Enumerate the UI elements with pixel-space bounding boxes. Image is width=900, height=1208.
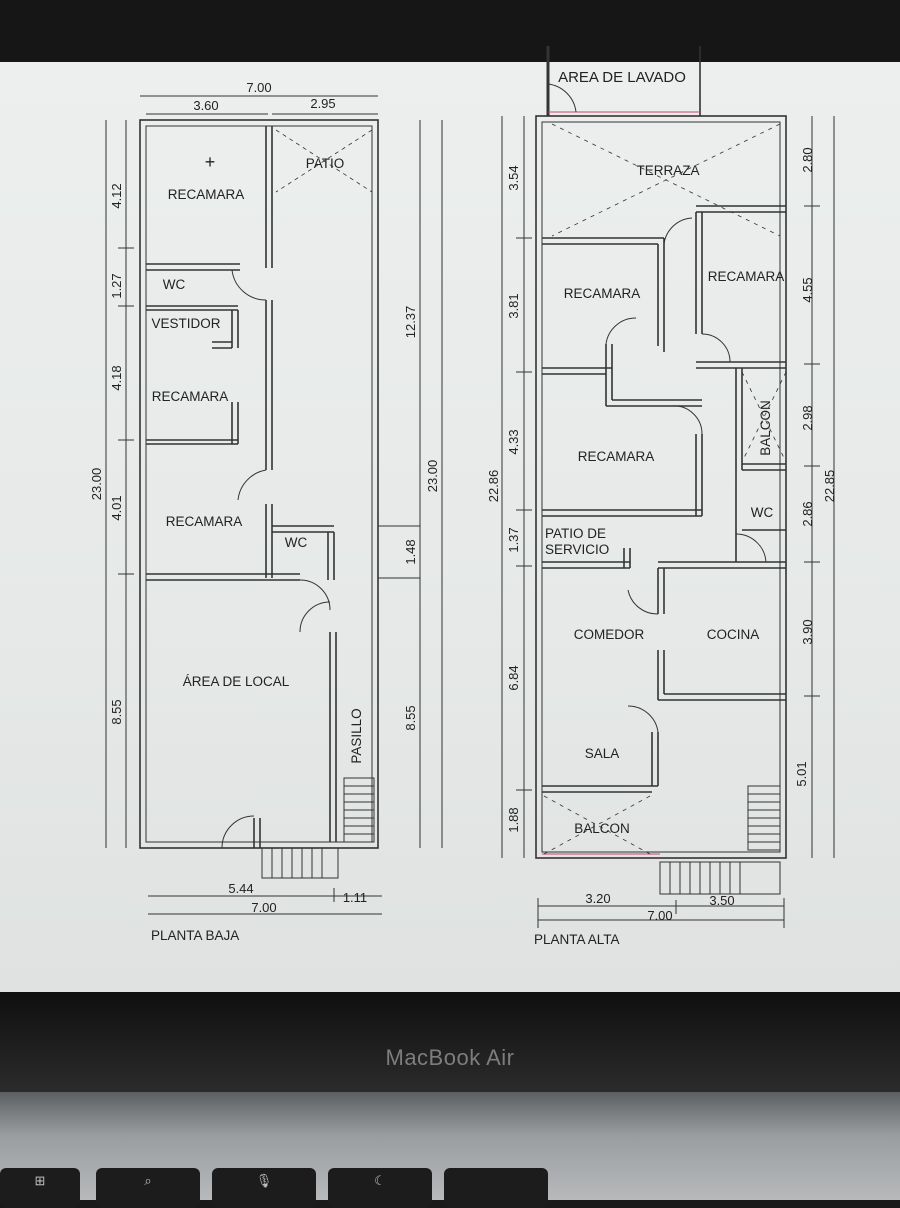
pb-dim-left-4: 4.01: [109, 495, 124, 520]
screen-bezel-top: [0, 0, 900, 62]
pa-dim-left-1: 3.54: [506, 165, 521, 190]
planta-alta-dimension-lines: [501, 116, 835, 928]
pb-dim-right-mid: 1.48: [403, 539, 418, 564]
pa-room-sala: SALA: [585, 746, 620, 761]
pb-dim-left-2: 1.27: [109, 273, 124, 298]
pa-dim-right-1: 2.80: [800, 147, 815, 172]
pb-room-recamara-1: RECAMARA: [168, 187, 245, 202]
pa-room-recamara-3: RECAMARA: [578, 449, 655, 464]
planta-alta-walls: [535, 46, 787, 895]
pa-dim-left-6: 1.88: [506, 807, 521, 832]
pa-room-cocina: COCINA: [707, 627, 760, 642]
pb-dim-top-right: 2.95: [310, 96, 335, 111]
pa-room-terraza: TERRAZA: [636, 163, 699, 178]
device-brand-label: MacBook Air: [385, 1045, 515, 1070]
pa-dim-right-2: 4.55: [800, 277, 815, 302]
pa-dim-left-4: 1.37: [506, 527, 521, 552]
pb-dim-right-total: 23.00: [425, 460, 440, 493]
pb-room-wc-2: WC: [285, 535, 308, 550]
pa-dim-right-5: 3.90: [800, 619, 815, 644]
planta-baja-walls: [139, 119, 379, 879]
pa-room-recamara-2: RECAMARA: [708, 269, 785, 284]
pb-dim-bottom-left: 5.44: [228, 881, 253, 896]
pb-room-vestidor: VESTIDOR: [151, 316, 220, 331]
pb-room-recamara-3: RECAMARA: [166, 514, 243, 529]
pa-room-recamara-1: RECAMARA: [564, 286, 641, 301]
pb-dim-right-upper: 12.37: [403, 306, 418, 339]
pa-dim-left-5: 6.84: [506, 665, 521, 690]
pb-room-area-local: ÁREA DE LOCAL: [183, 674, 290, 689]
pa-dim-left-2: 3.81: [506, 293, 521, 318]
pb-dim-bottom-right: 1.11: [343, 890, 367, 905]
cross-cursor-icon: +: [205, 152, 216, 172]
pb-room-wc-1: WC: [163, 277, 186, 292]
pa-dim-bottom-right: 3.50: [709, 893, 734, 908]
pb-dim-bottom-total: 7.00: [251, 900, 276, 915]
pa-dim-left-total: 22.86: [486, 470, 501, 503]
pb-dim-left-3: 4.18: [109, 365, 124, 390]
screen-bezel-bottom: [0, 992, 900, 1092]
screen-display: [0, 62, 900, 992]
pb-dim-right-lower: 8.55: [403, 705, 418, 730]
pa-room-wc: WC: [751, 505, 774, 520]
pa-room-comedor: COMEDOR: [574, 627, 645, 642]
pb-room-recamara-2: RECAMARA: [152, 389, 229, 404]
pb-dim-left-total: 23.00: [89, 468, 104, 501]
pa-dim-left-3: 4.33: [506, 429, 521, 454]
planta-baja-dimension-lines: [105, 95, 443, 915]
pa-dim-right-4: 2.86: [800, 501, 815, 526]
pa-dim-right-total: 22.85: [822, 470, 837, 503]
pb-caption: PLANTA BAJA: [151, 928, 239, 943]
pa-caption: PLANTA ALTA: [534, 932, 620, 947]
pb-dim-left-1: 4.12: [109, 183, 124, 208]
pa-dim-right-3: 2.98: [800, 405, 815, 430]
pa-room-patio-servicio-line1: PATIO DE: [545, 526, 606, 541]
pb-dim-top-left: 3.60: [193, 98, 218, 113]
pa-room-area-lavado: AREA DE LAVADO: [558, 69, 686, 86]
pa-room-patio-servicio-line2: SERVICIO: [545, 542, 609, 557]
pb-room-pasillo: PASILLO: [349, 708, 364, 763]
pa-room-balcon-2: BALCON: [574, 821, 630, 836]
pb-dim-left-5: 8.55: [109, 699, 124, 724]
pb-dim-top-total: 7.00: [246, 80, 271, 95]
pa-dim-bottom-left: 3.20: [585, 891, 610, 906]
pa-dim-bottom-total: 7.00: [647, 908, 672, 923]
pb-room-patio: PATIO: [306, 156, 345, 171]
pa-dim-right-6: 5.01: [794, 761, 809, 786]
pa-room-balcon-1: BALCON: [758, 400, 773, 456]
